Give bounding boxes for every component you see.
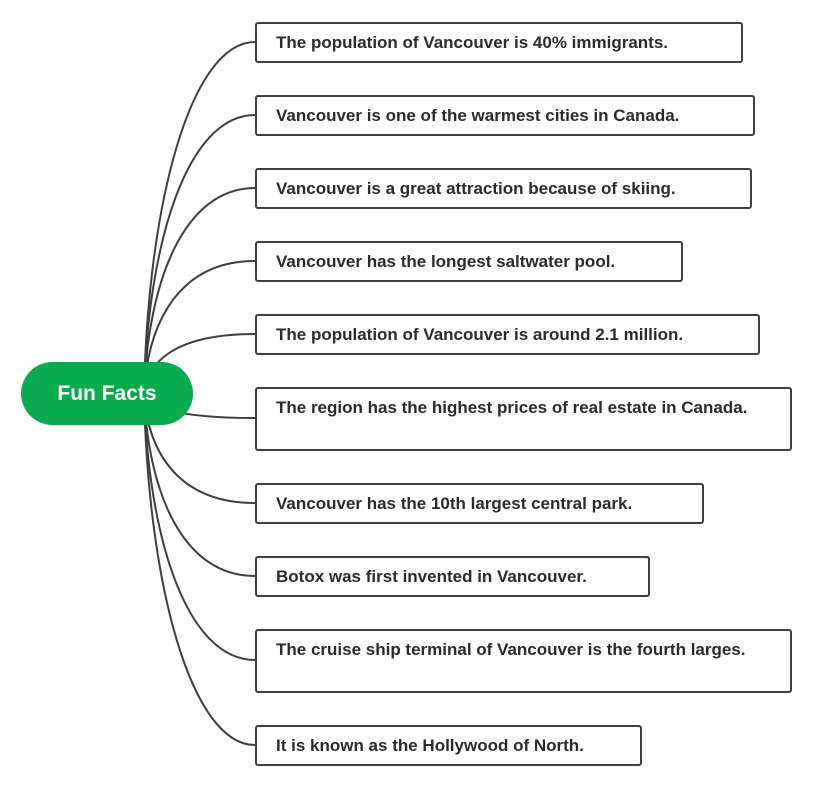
fact-node-warmest-city[interactable]: Vancouver is one of the warmest cities i… [255, 95, 755, 136]
fact-node-saltwater-pool[interactable]: Vancouver has the longest saltwater pool… [255, 241, 683, 282]
connector-line-10 [143, 392, 256, 746]
fact-node-cruise-terminal[interactable]: The cruise ship terminal of Vancouver is… [255, 629, 792, 693]
connector-line-8 [143, 392, 256, 577]
connector-line-9 [143, 392, 256, 661]
fact-node-skiing[interactable]: Vancouver is a great attraction because … [255, 168, 752, 209]
fact-node-immigrants[interactable]: The population of Vancouver is 40% immig… [255, 22, 743, 63]
fact-node-real-estate[interactable]: The region has the highest prices of rea… [255, 387, 792, 451]
connector-line-2 [143, 114, 256, 394]
fact-node-botox[interactable]: Botox was first invented in Vancouver. [255, 556, 650, 597]
root-node-fun-facts[interactable]: Fun Facts [21, 362, 193, 425]
fact-node-hollywood-north[interactable]: It is known as the Hollywood of North. [255, 725, 642, 766]
connector-line-1 [143, 41, 256, 394]
fact-node-central-park[interactable]: Vancouver has the 10th largest central p… [255, 483, 704, 524]
fact-node-population[interactable]: The population of Vancouver is around 2.… [255, 314, 760, 355]
connector-line-3 [143, 187, 256, 394]
